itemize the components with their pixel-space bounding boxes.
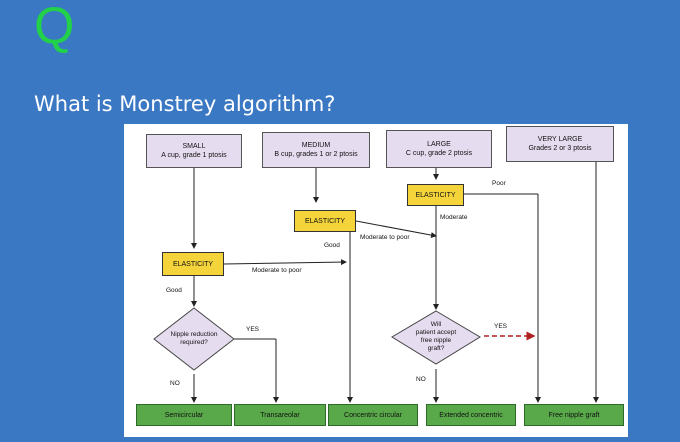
outcome-semicircular: Semicircular bbox=[136, 404, 232, 426]
label-moderate-medium: Moderate to poor bbox=[360, 234, 410, 241]
label-no-large: NO bbox=[416, 376, 426, 383]
size-box-large: LARGE C cup, grade 2 ptosis bbox=[386, 130, 492, 168]
question-mark: Q bbox=[34, 0, 75, 55]
label-good-small: Good bbox=[166, 287, 182, 294]
size-detail: A cup, grade 1 ptosis bbox=[161, 152, 227, 159]
label-good-medium: Good bbox=[324, 242, 340, 249]
size-name: LARGE bbox=[427, 141, 451, 148]
label-no-small: NO bbox=[170, 380, 180, 387]
label-yes-small: YES bbox=[246, 326, 260, 333]
decision-line: Will bbox=[430, 321, 442, 328]
size-box-very-large: VERY LARGE Grades 2 or 3 ptosis bbox=[506, 126, 614, 162]
decision-line: patient accept bbox=[415, 329, 457, 336]
decision-line: required? bbox=[180, 339, 208, 346]
slide-title: What is Monstrey algorithm? bbox=[34, 92, 336, 116]
size-box-medium: MEDIUM B cup, grades 1 or 2 ptosis bbox=[262, 132, 370, 168]
elasticity-box-medium: ELASTICITY bbox=[294, 210, 356, 232]
size-detail: Grades 2 or 3 ptosis bbox=[528, 145, 592, 152]
size-name: MEDIUM bbox=[301, 142, 331, 149]
label-yes-large: YES bbox=[494, 323, 508, 330]
connector-lines bbox=[153, 162, 599, 403]
elasticity-box-large: ELASTICITY bbox=[407, 184, 464, 206]
decision-line: graft? bbox=[427, 345, 445, 352]
decision-text-large: Will patient accept free nipple graft? bbox=[392, 321, 480, 353]
size-detail: C cup, grade 2 ptosis bbox=[405, 150, 473, 157]
outcome-concentric-circular: Concentric circular bbox=[328, 404, 418, 426]
label-moderate-small: Moderate to poor bbox=[252, 267, 302, 274]
elasticity-box-small: ELASTICITY bbox=[162, 252, 224, 276]
algorithm-diagram: SMALL A cup, grade 1 ptosis MEDIUM B cup… bbox=[124, 124, 628, 437]
size-box-small: SMALL A cup, grade 1 ptosis bbox=[146, 134, 242, 168]
label-poor-large: Poor bbox=[492, 180, 506, 187]
outcome-free-nipple-graft: Free nipple graft bbox=[524, 404, 624, 426]
size-detail: B cup, grades 1 or 2 ptosis bbox=[274, 151, 358, 158]
outcome-transareolar: Transareolar bbox=[234, 404, 326, 426]
outcome-extended-concentric: Extended concentric bbox=[426, 404, 516, 426]
label-moderate-large: Moderate bbox=[440, 214, 468, 221]
decision-diamond-large bbox=[391, 310, 481, 365]
size-name: SMALL bbox=[182, 143, 206, 150]
decision-line: free nipple bbox=[420, 337, 452, 344]
decision-diamond-small bbox=[153, 307, 235, 371]
decision-line: Nipple reduction bbox=[170, 331, 218, 338]
size-name: VERY LARGE bbox=[537, 136, 583, 143]
decision-text-small: Nipple reduction required? bbox=[154, 331, 234, 347]
